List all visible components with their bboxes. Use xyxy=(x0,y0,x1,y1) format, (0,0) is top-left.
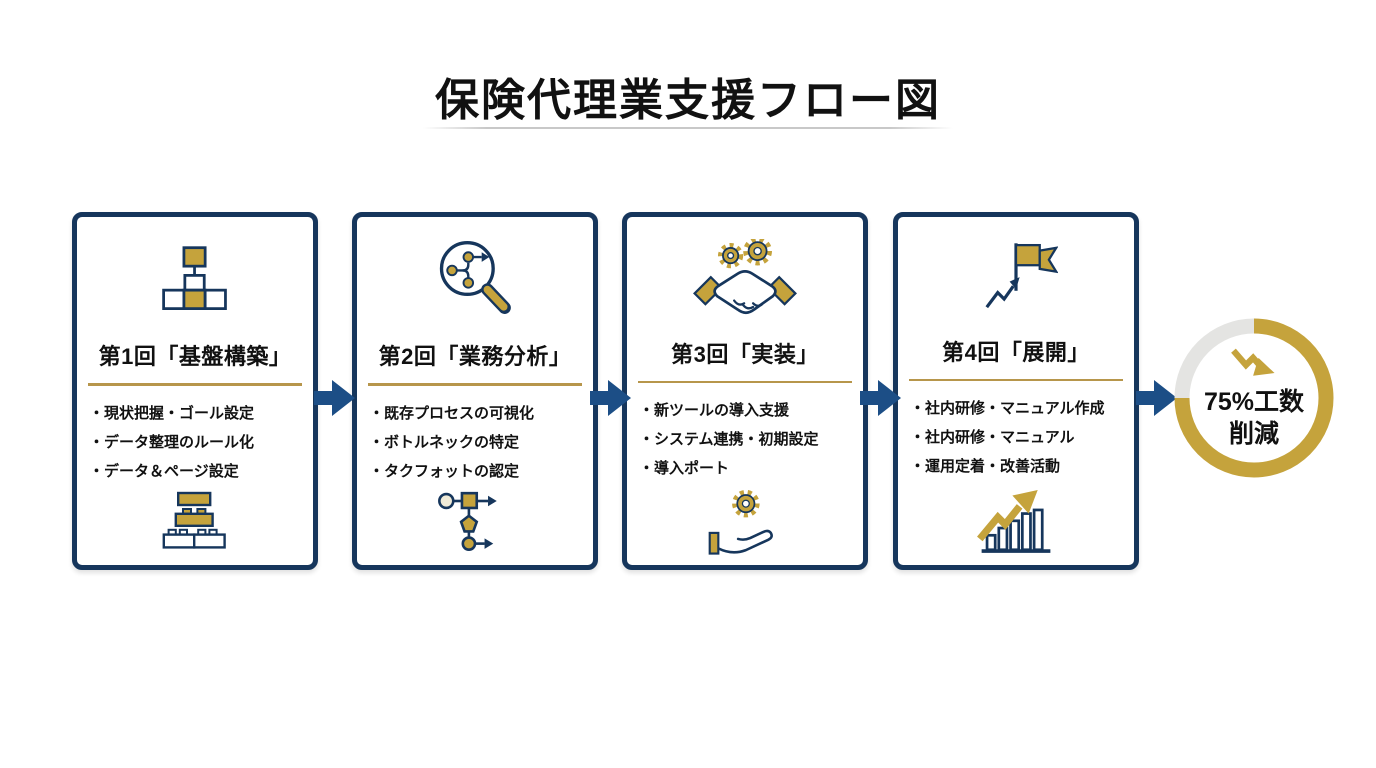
bullet-item: ・社内研修・マニュアル作成 xyxy=(910,400,1105,417)
flag-arrow-icon xyxy=(974,221,1058,335)
bullet-item: ・タクフォットの認定 xyxy=(369,462,520,480)
bullet-item: ・運用定着・改善活動 xyxy=(910,458,1061,475)
step-title: 第3回「実装」 xyxy=(671,341,819,367)
process-magnifier-icon xyxy=(431,221,519,339)
result-badge: 75%工数 削減 xyxy=(1174,318,1334,478)
hand-gear-icon xyxy=(706,483,784,565)
step-title: 第4回「展開」 xyxy=(942,339,1090,365)
title-divider xyxy=(637,380,853,383)
flowchart-icon xyxy=(435,486,515,566)
bullet-item: ・データ整理のルール化 xyxy=(89,433,255,451)
title-underline xyxy=(423,127,953,129)
bullet-item: ・社内研修・マニュアル xyxy=(910,429,1075,446)
gear-icon xyxy=(718,242,744,268)
badge-inner: 75%工数 削減 xyxy=(1190,334,1318,462)
bullet-item: ・システム連携・初期設定 xyxy=(639,431,819,448)
title-divider xyxy=(908,378,1124,381)
bullet-item: ・既存プロセスの可視化 xyxy=(369,404,535,422)
step-card-3: 第3回「実装」 ・新ツールの導入支援 ・システム連携・初期設定 ・導入ポート xyxy=(622,212,868,570)
step-card-1: 第1回「基盤構築」 ・現状把握・ゴール設定 ・データ整理のルール化 ・データ＆ペ… xyxy=(72,212,318,570)
flow-arrow xyxy=(1136,378,1178,418)
bullet-item: ・ボトルネックの特定 xyxy=(369,433,520,451)
flow-arrow xyxy=(314,378,356,418)
step-card-4: 第4回「展開」 ・社内研修・マニュアル作成 ・社内研修・マニュアル ・運用定着・… xyxy=(893,212,1139,570)
building-blocks-icon xyxy=(158,486,232,566)
title-divider xyxy=(367,383,583,386)
step-title: 第1回「基盤構築」 xyxy=(98,344,292,369)
title-divider xyxy=(87,383,303,386)
flow-arrow xyxy=(860,378,902,418)
bullet-item: ・データ＆ページ設定 xyxy=(89,462,239,480)
page-title: 保険代理業支援フロー図 xyxy=(435,76,941,125)
bullet-item: ・新ツールの導入支援 xyxy=(639,402,790,419)
bullet-list: ・新ツールの導入支援 ・システム連携・初期設定 ・導入ポート xyxy=(627,383,863,483)
step-title: 第2回「業務分析」 xyxy=(378,344,572,369)
flow-arrow xyxy=(590,378,632,418)
step-card-2: 第2回「業務分析」 ・既存プロセスの可視化 ・ボトルネックの特定 ・タクフォット… xyxy=(352,212,598,570)
org-chart-icon xyxy=(152,221,238,339)
decline-arrow-icon xyxy=(1231,348,1275,376)
growth-chart-icon xyxy=(974,481,1058,565)
bullet-list: ・社内研修・マニュアル作成 ・社内研修・マニュアル ・運用定着・改善活動 xyxy=(898,381,1134,481)
bullet-item: ・導入ポート xyxy=(639,460,730,477)
handshake-gears-icon xyxy=(691,221,799,337)
bullet-list: ・現状把握・ゴール設定 ・データ整理のルール化 ・データ＆ページ設定 xyxy=(77,386,313,486)
bullet-list: ・既存プロセスの可視化 ・ボトルネックの特定 ・タクフォットの認定 xyxy=(357,386,593,486)
result-text-line2: 削減 xyxy=(1228,420,1279,448)
bullet-item: ・現状把握・ゴール設定 xyxy=(89,404,255,422)
progress-ring xyxy=(1174,318,1334,478)
result-text-line1: 75%工数 xyxy=(1203,387,1305,416)
gear-icon xyxy=(732,489,760,518)
gear-icon xyxy=(743,238,772,266)
